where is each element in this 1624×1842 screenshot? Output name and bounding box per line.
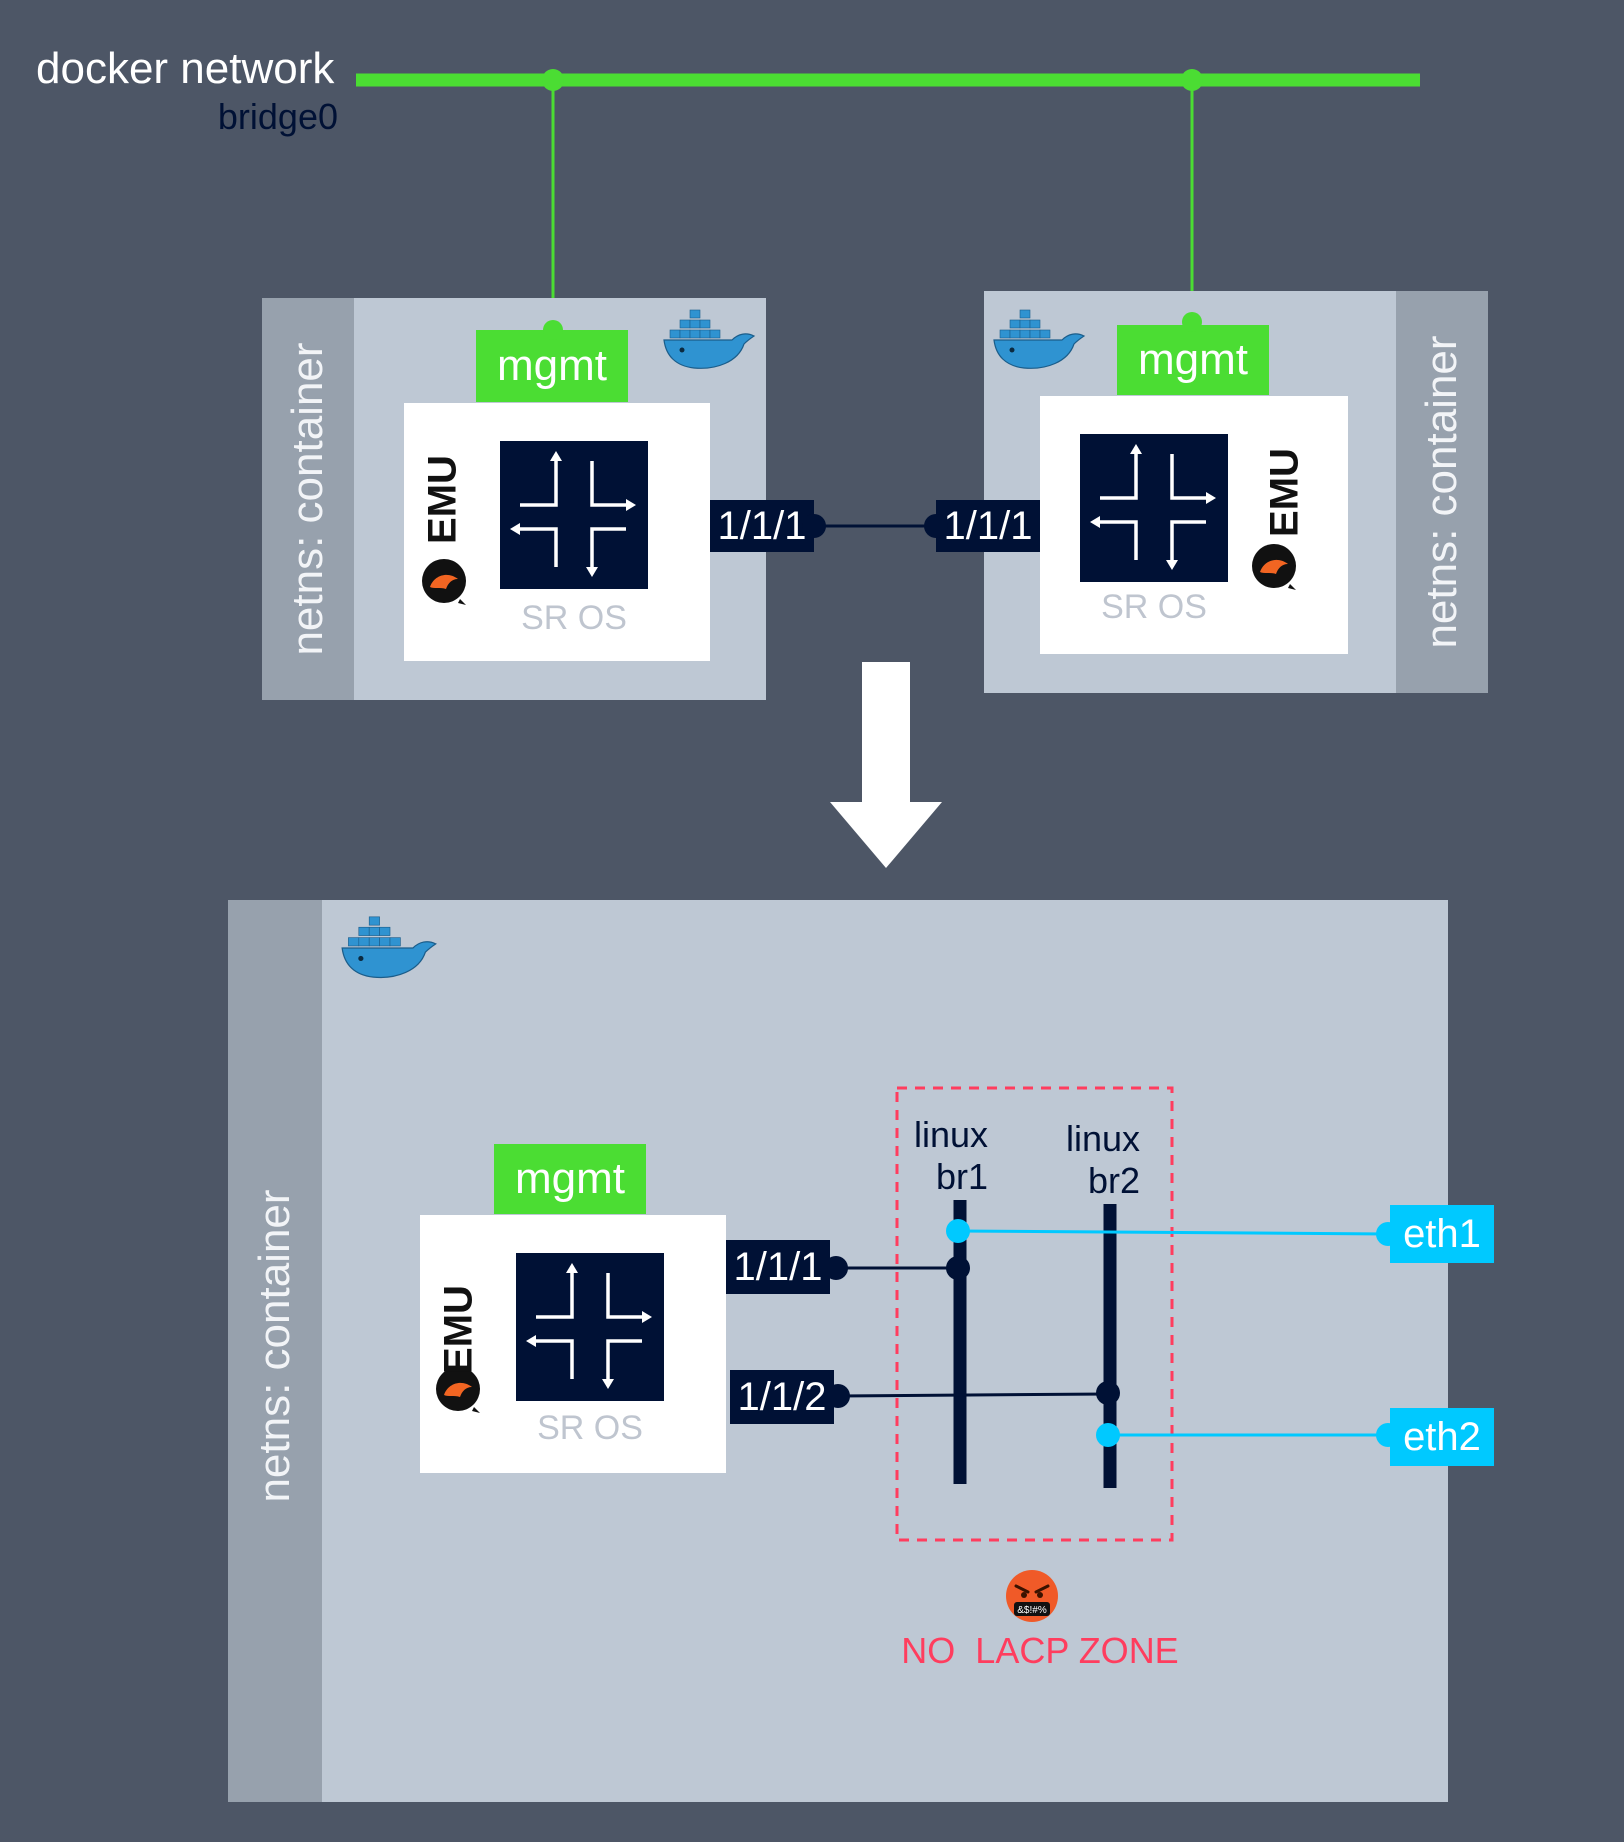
right-sros-label: SR OS — [1101, 588, 1207, 626]
left-sros-label: SR OS — [521, 599, 627, 637]
right-port-1-1-1: 1/1/1 — [936, 500, 1040, 552]
right-netns-sidebar: netns: container — [1396, 291, 1488, 693]
linux-br1-line1: linux — [913, 1114, 988, 1155]
bottom-port-1-1-1: 1/1/1 — [726, 1240, 830, 1294]
link-port2-br2 — [837, 1392, 1109, 1398]
left-port-1-1-1: 1/1/1 — [710, 500, 814, 552]
qemu-logo-icon — [422, 559, 466, 605]
linux-br2-label: linux br2 — [1060, 1118, 1140, 1202]
linux-br1-label: linux br1 — [912, 1114, 988, 1198]
left-netns-sidebar: netns: container — [262, 298, 354, 700]
link-br1-eth1 — [957, 1229, 1389, 1236]
linux-br2-line2: br2 — [1087, 1160, 1140, 1201]
left-mgmt-tap — [543, 320, 563, 340]
bottom-router-box: EMU SR OS — [420, 1215, 726, 1473]
docker-whale-icon — [993, 309, 1086, 369]
router-arrows-icon — [1080, 434, 1228, 582]
down-arrow-icon — [830, 662, 942, 868]
right-mgmt-tag: mgmt — [1117, 325, 1269, 395]
left-router-box: EMU SR OS — [404, 403, 710, 661]
bottom-sros-label: SR OS — [537, 1409, 643, 1447]
eth1-tag: eth1 — [1390, 1205, 1494, 1263]
docker-network-label: docker network — [36, 44, 335, 93]
qemu-logo-icon — [1252, 544, 1296, 590]
qemu-logo-icon — [436, 1367, 480, 1413]
bottom-container: netns: container — [228, 900, 1448, 1802]
top-port-link — [802, 514, 948, 538]
docker-whale-icon — [341, 916, 438, 979]
no-lacp-zone-label: NO LACP ZONE — [901, 1630, 1179, 1671]
right-mgmt-tap — [1182, 312, 1202, 332]
bottom-port-1-1-2: 1/1/2 — [730, 1370, 834, 1424]
no-lacp-zone-box — [895, 1086, 1174, 1542]
bottom-mgmt-tag: mgmt — [494, 1144, 646, 1214]
left-mgmt-tag: mgmt — [476, 330, 628, 402]
eth2-tag: eth2 — [1390, 1408, 1494, 1466]
angry-face-emoji-icon: &$!#% — [1006, 1570, 1058, 1622]
right-router-box: EMU SR OS — [1040, 396, 1348, 654]
bridge0-label: bridge0 — [217, 96, 338, 137]
linux-br1-line2: br1 — [935, 1156, 988, 1197]
linux-br2-line1: linux — [1065, 1118, 1140, 1159]
router-arrows-icon — [500, 441, 648, 589]
docker-whale-icon — [663, 309, 756, 369]
emoji-censored-text: &$!#% — [1017, 1605, 1047, 1616]
bottom-netns-sidebar: netns: container — [228, 900, 322, 1802]
router-arrows-icon — [516, 1253, 664, 1401]
